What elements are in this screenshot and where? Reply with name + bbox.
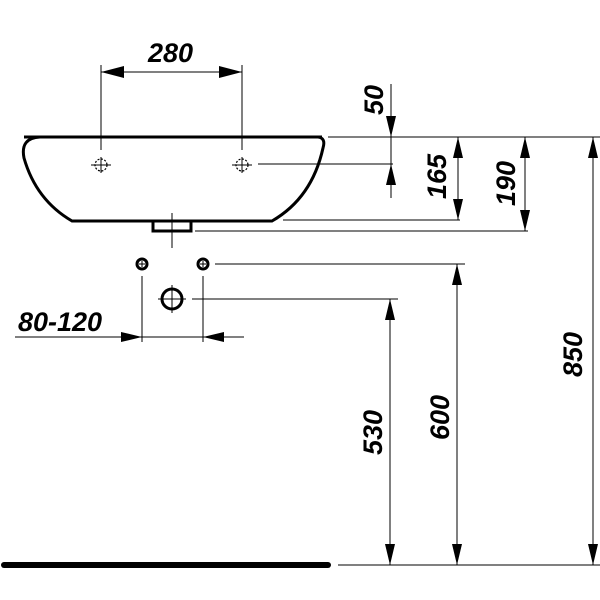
svg-text:280: 280 — [147, 38, 193, 68]
svg-text:850: 850 — [558, 332, 588, 377]
svg-text:530: 530 — [358, 410, 388, 455]
svg-text:50: 50 — [359, 85, 389, 115]
tap-hole-right — [232, 157, 252, 173]
dim-rim-to-bottom: 165 — [422, 137, 463, 220]
waste-outlet-wall — [158, 285, 186, 313]
dim-bolt-spacing: 80-120 — [15, 276, 244, 342]
svg-text:600: 600 — [425, 395, 455, 440]
dim-tap-spacing: 280 — [100, 38, 243, 150]
svg-text:80-120: 80-120 — [18, 307, 102, 337]
dim-rim-height: 850 — [558, 137, 598, 565]
dim-waste-height: 530 — [358, 299, 395, 565]
fixing-bolt-left — [135, 257, 149, 271]
dim-rim-to-outlet: 190 — [491, 137, 530, 231]
dim-tap-depth: 50 — [359, 84, 396, 198]
svg-text:165: 165 — [422, 153, 452, 199]
fixing-bolt-right — [196, 257, 210, 271]
svg-text:190: 190 — [491, 161, 521, 206]
basin-outline — [21, 135, 326, 223]
dim-bolt-height: 600 — [425, 264, 462, 565]
tap-hole-left — [91, 157, 111, 173]
